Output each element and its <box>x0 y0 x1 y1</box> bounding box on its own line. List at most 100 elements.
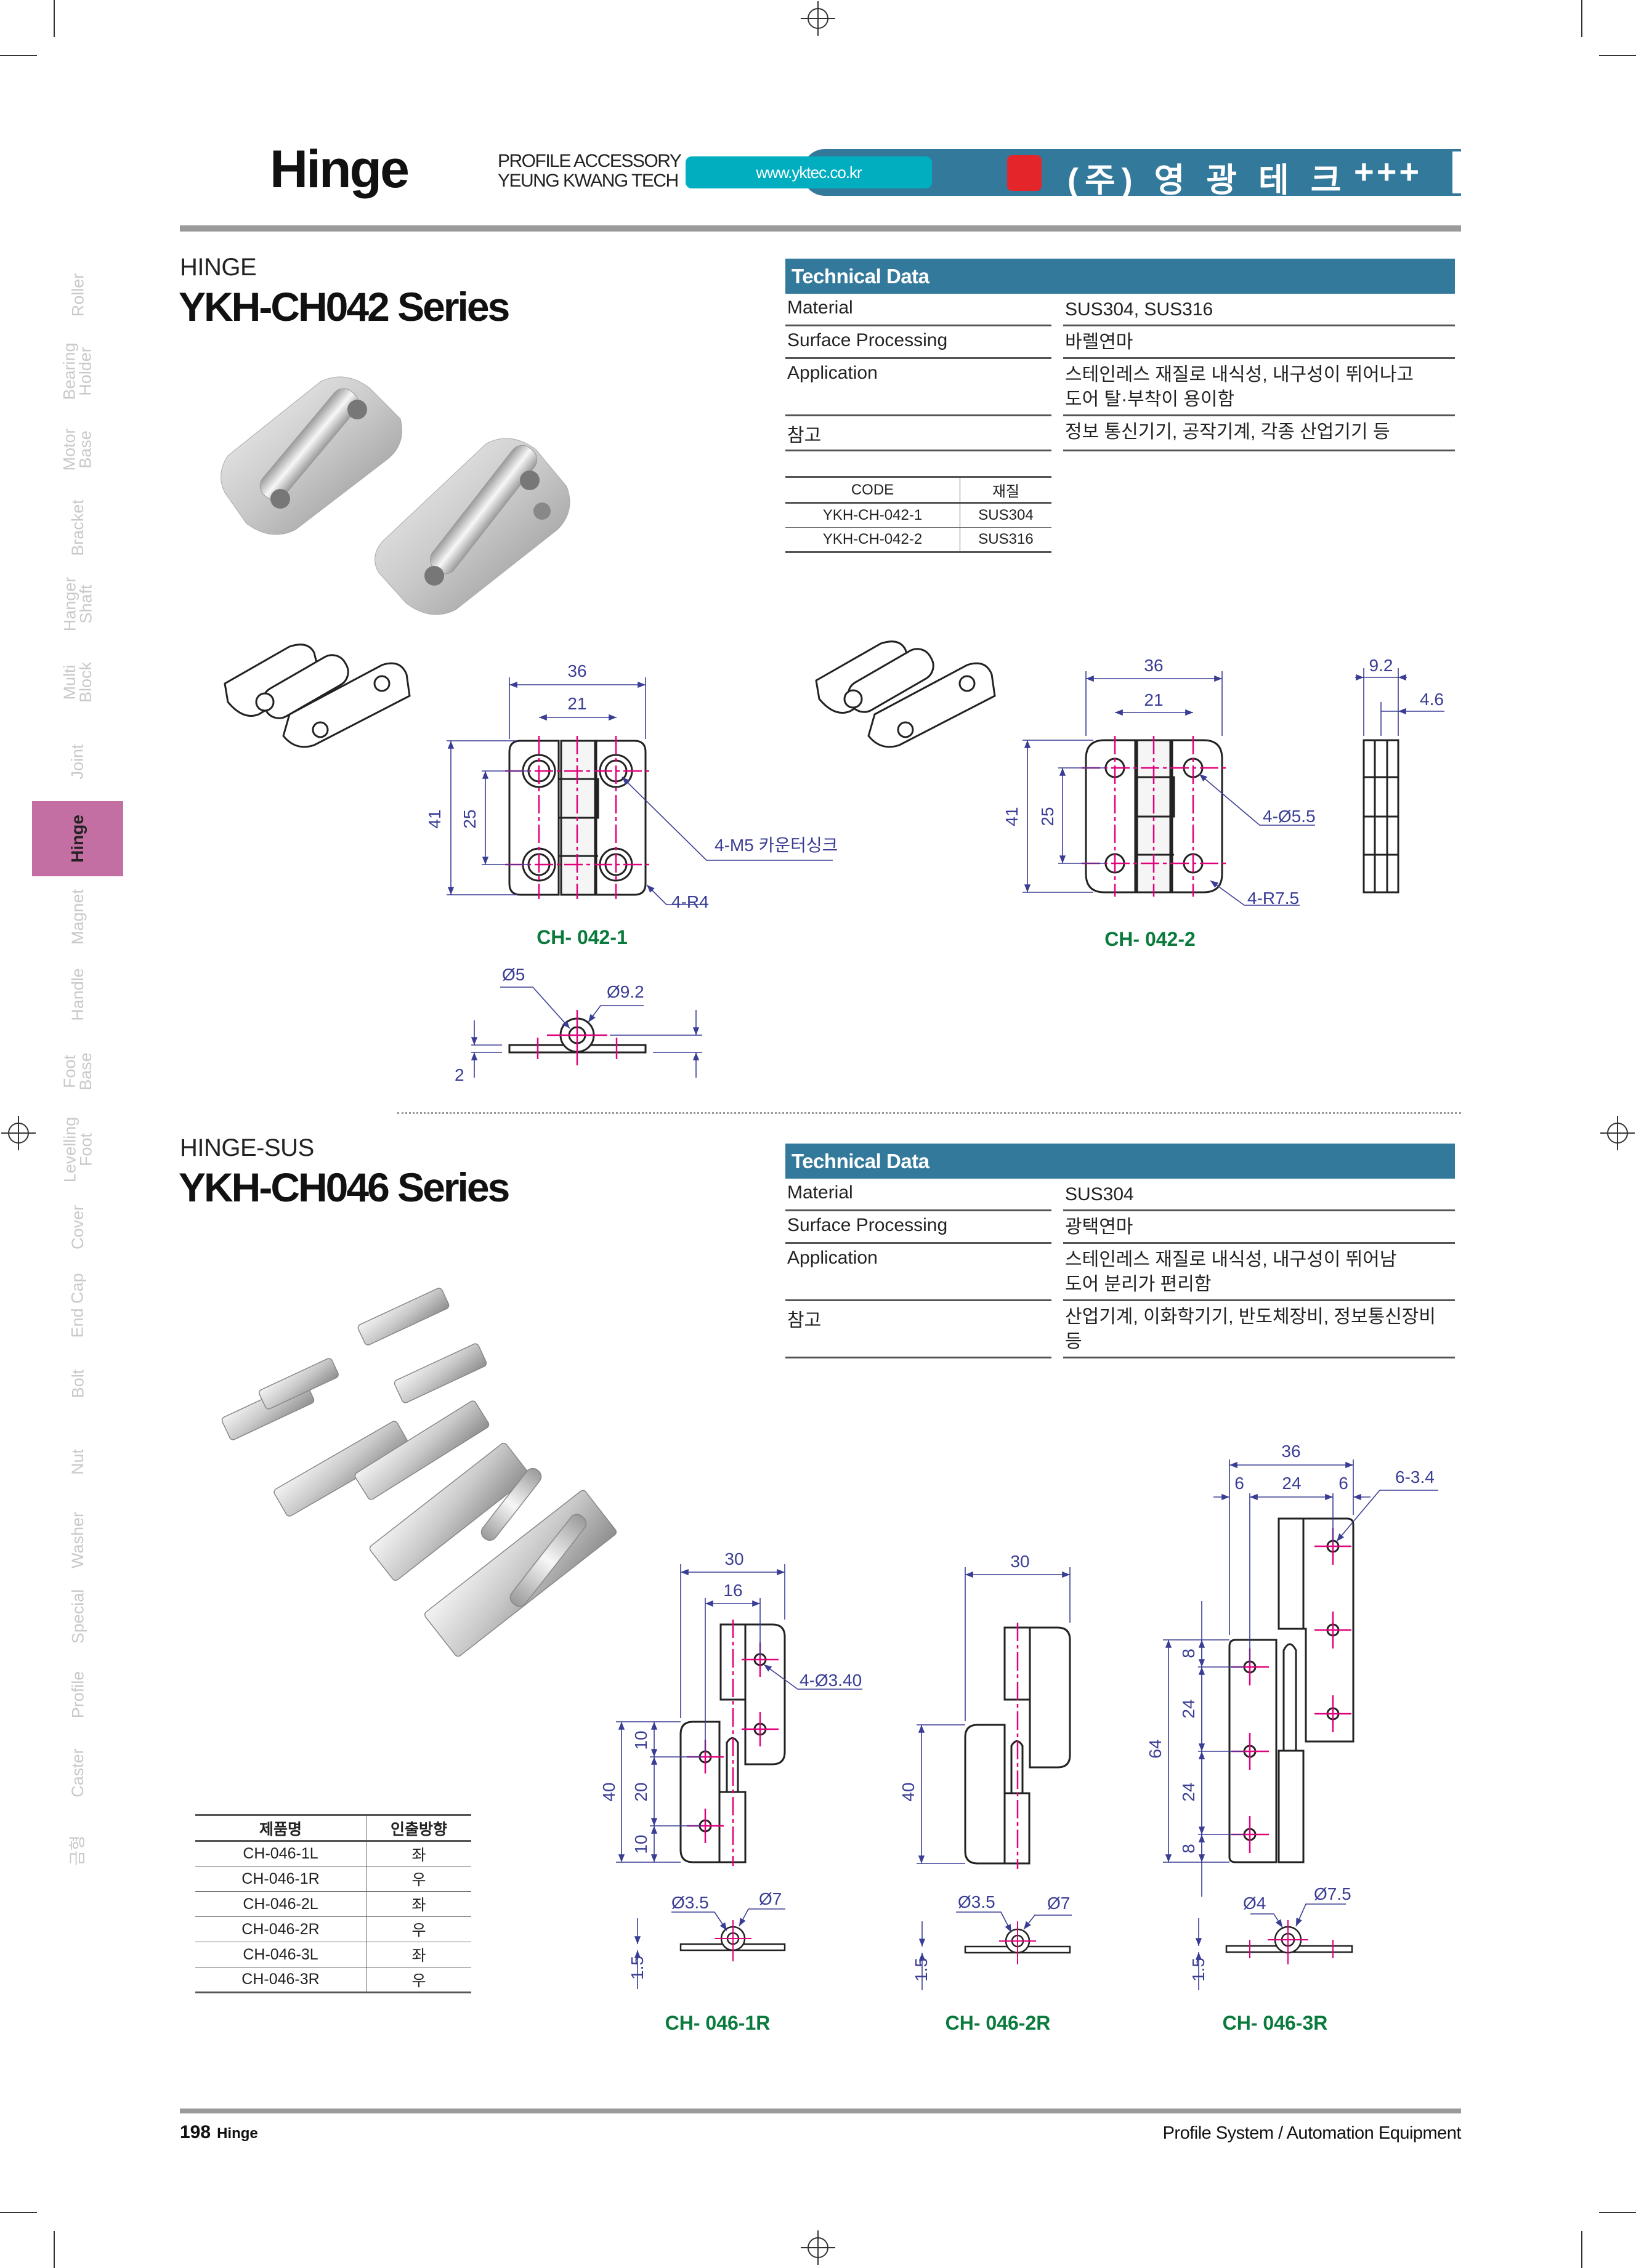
dim-pin-diameter: Ø4 <box>1243 1894 1266 1913</box>
tech-value: 바렐연마 <box>1063 326 1455 359</box>
sidebar-item-hinge[interactable]: Hinge <box>32 801 123 876</box>
banner-endcap <box>1452 151 1461 193</box>
isometric-drawing-ch042-2 <box>815 640 996 748</box>
technical-data-header: Technical Data <box>785 259 1455 294</box>
tech-value: 산업기계, 이화학기기, 반도체장비, 정보통신장비 등 <box>1063 1301 1455 1358</box>
cell-product: CH-046-2R <box>195 1916 366 1942</box>
tech-label: Application <box>785 1244 1051 1301</box>
cell-direction: 좌 <box>366 1942 471 1967</box>
cell-direction: 우 <box>366 1967 471 1993</box>
tech-value: SUS304, SUS316 <box>1063 294 1455 326</box>
column-header: CODE <box>785 476 960 504</box>
section-category: HINGE <box>180 254 257 281</box>
dim-y1: 8 <box>1179 1649 1198 1658</box>
technical-data-table: Technical Data Material SUS304 Surface P… <box>785 1144 1455 1358</box>
tech-value: 정보 통신기기, 공작기계, 각종 산업기기 등 <box>1063 416 1455 451</box>
dim-pin-diameter: Ø5 <box>502 965 525 984</box>
tech-label: 참고 <box>785 1301 1051 1358</box>
dim-y3: 24 <box>1179 1782 1198 1801</box>
dim-width: 36 <box>1281 1442 1300 1461</box>
dim-width: 36 <box>1144 656 1163 675</box>
tech-row-note: 참고 산업기계, 이화학기기, 반도체장비, 정보통신장비 등 <box>785 1301 1455 1358</box>
cell-code: YKH-CH-042-2 <box>785 527 960 553</box>
cell-product: CH-046-2L <box>195 1891 366 1917</box>
website-link[interactable]: www.yktec.co.kr <box>686 156 932 188</box>
dim-hole-pitch-x: 21 <box>567 694 586 713</box>
dim-thickness: 2 <box>455 1065 464 1084</box>
page-category-title: Hinge <box>270 140 410 199</box>
series-title: YKH-CH042 Series <box>179 284 510 329</box>
series-title: YKH-CH046 Series <box>179 1164 510 1210</box>
footer-divider <box>180 2109 1461 2113</box>
header-subtitle-2: YEUNG KWANG TECH <box>498 171 679 191</box>
product-photo-ch042 <box>221 376 570 615</box>
dim-hole-pitch-y: 25 <box>460 809 479 828</box>
column-header: 제품명 <box>195 1814 366 1842</box>
dim-width: 30 <box>1010 1552 1029 1571</box>
drawing-label: CH- 042-2 <box>1104 928 1196 950</box>
cell-direction: 좌 <box>366 1891 471 1917</box>
cell-material: SUS316 <box>960 527 1051 553</box>
dim-hole-spec: 4-Ø5.5 <box>1263 807 1316 826</box>
dim-hole-spec: 6-3.4 <box>1395 1467 1435 1487</box>
tech-label: Material <box>785 294 1051 326</box>
column-header: 재질 <box>960 476 1051 504</box>
dim-hole-spec: 4-M5 카운터싱크 <box>715 836 838 855</box>
drawing-ch046-2r: 30 40 Ø3.5 Ø7 1.5 CH- 046-2R <box>899 1552 1072 2034</box>
dim-thickness: 1.5 <box>628 1956 647 1980</box>
dim-hole-spec: 4-Ø3.40 <box>800 1671 862 1690</box>
dim-height: 41 <box>425 809 444 828</box>
dim-height: 41 <box>1002 807 1021 826</box>
tech-row-surface: Surface Processing 바렐연마 <box>785 326 1455 359</box>
technical-data-header: Technical Data <box>785 1144 1455 1179</box>
dim-side-width: 9.2 <box>1369 656 1393 675</box>
cell-product: CH-046-1L <box>195 1841 366 1866</box>
dim-width: 30 <box>724 1549 743 1568</box>
tech-label: Application <box>785 359 1051 416</box>
dim-pin-diameter: Ø3.5 <box>671 1893 709 1912</box>
banner-plus-decoration: +++ <box>1354 152 1422 191</box>
dim-knuckle-diameter: Ø7 <box>1047 1894 1070 1913</box>
cell-material: SUS304 <box>960 502 1051 528</box>
dim-y2: 24 <box>1179 1699 1198 1718</box>
tech-value: 광택연마 <box>1063 1211 1455 1244</box>
dim-corner-radius: 4-R7.5 <box>1247 889 1299 908</box>
dim-side-half: 4.6 <box>1420 690 1444 709</box>
drawing-label: CH- 042-1 <box>537 926 628 948</box>
technical-data-table: Technical Data Material SUS304, SUS316 S… <box>785 259 1455 451</box>
column-header: 인출방향 <box>366 1814 471 1842</box>
section-separator <box>397 1112 1461 1114</box>
footer-section: Hinge <box>217 2125 258 2142</box>
drawing-ch046-3r: 36 6 24 6 6-3.4 64 8 24 24 8 Ø4 Ø7.5 1.5… <box>1146 1442 1438 2034</box>
dim-x3: 6 <box>1338 1474 1348 1493</box>
dim-y2: 20 <box>631 1782 650 1801</box>
dim-thickness: 1.5 <box>912 1958 931 1982</box>
dim-height: 40 <box>899 1782 918 1801</box>
dim-y3: 10 <box>631 1834 650 1854</box>
dim-hole-pitch-x: 21 <box>1144 690 1163 709</box>
drawing-label: CH- 046-2R <box>946 2012 1051 2034</box>
tech-label: Surface Processing <box>785 326 1051 359</box>
footer-caption: Profile System / Automation Equipment <box>1162 2123 1462 2143</box>
isometric-drawing-ch042-1 <box>224 644 411 748</box>
dim-knuckle-diameter: Ø9.2 <box>607 982 644 1001</box>
cell-direction: 좌 <box>366 1841 471 1866</box>
tech-row-note: 참고 정보 통신기기, 공작기계, 각종 산업기기 등 <box>785 416 1455 451</box>
section-category: HINGE-SUS <box>180 1134 314 1161</box>
cell-direction: 우 <box>366 1866 471 1892</box>
cell-direction: 우 <box>366 1916 471 1942</box>
cell-product: CH-046-3R <box>195 1967 366 1993</box>
company-name: (주) 영 광 테 크 <box>1067 162 1348 199</box>
drawing-label: CH- 046-3R <box>1223 2012 1328 2034</box>
